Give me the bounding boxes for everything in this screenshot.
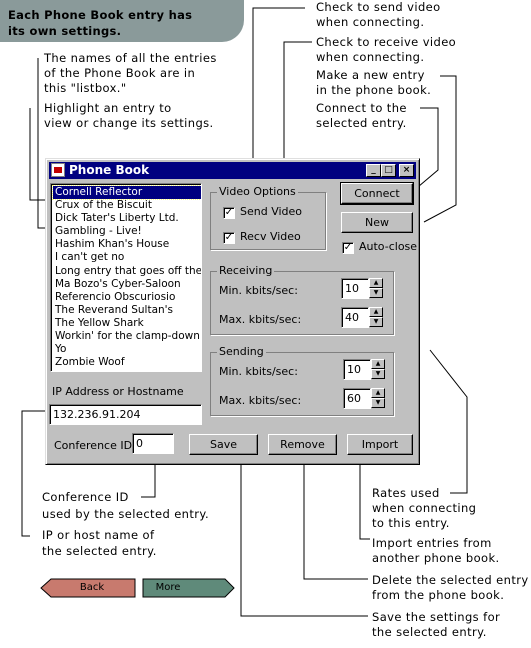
list-item[interactable]: Cornell Reflector bbox=[52, 184, 201, 201]
ip-address-input[interactable]: 132.236.91.204 bbox=[49, 404, 202, 425]
annotation-send-1: Check to send video bbox=[316, 0, 441, 14]
annotation-recv-2: when connecting. bbox=[316, 50, 425, 64]
list-item[interactable]: Hashim Khan's House bbox=[55, 238, 170, 251]
close-icon[interactable]: × bbox=[399, 164, 414, 177]
save-button[interactable]: Save bbox=[189, 434, 258, 455]
back-button[interactable]: Back bbox=[79, 582, 105, 593]
annotation-highlight-1: Highlight an entry to bbox=[44, 101, 172, 115]
sending-min-input[interactable]: 10 bbox=[343, 359, 371, 380]
annotation-conf-1: Conference ID bbox=[42, 490, 129, 504]
remove-button[interactable]: Remove bbox=[268, 434, 337, 455]
connect-button[interactable]: Connect bbox=[340, 182, 414, 205]
minimize-icon[interactable]: _ bbox=[366, 164, 381, 177]
annotation-delete-2: from the phone book. bbox=[372, 588, 505, 602]
receiving-max-label: Max. kbits/sec: bbox=[219, 313, 302, 326]
annotation-rates-3: to this entry. bbox=[372, 516, 450, 530]
maximize-icon[interactable]: □ bbox=[381, 164, 396, 177]
sending-min-stepper[interactable]: ▲▼ bbox=[371, 359, 385, 379]
list-item[interactable]: Referencio Obscuriosio bbox=[55, 290, 176, 303]
list-item[interactable]: Dick Tater's Liberty Ltd. bbox=[55, 212, 179, 225]
banner-line-2: its own settings. bbox=[8, 24, 122, 38]
app-icon[interactable] bbox=[51, 163, 65, 177]
phone-book-listbox[interactable]: Cornell Reflector Crux of the Biscuit Di… bbox=[50, 183, 202, 372]
annotation-import-1: Import entries from bbox=[372, 536, 492, 550]
list-item[interactable]: I can't get no bbox=[55, 251, 125, 264]
list-item[interactable]: The Yellow Shark bbox=[55, 316, 144, 329]
annotation-highlight-2: view or change its settings. bbox=[44, 116, 214, 130]
recv-video-checkbox[interactable]: ✓ bbox=[223, 232, 235, 244]
sending-label: Sending bbox=[217, 345, 266, 358]
list-item[interactable]: The Reverand Sultan's bbox=[55, 303, 174, 316]
sending-max-stepper[interactable]: ▲▼ bbox=[371, 388, 385, 408]
new-button[interactable]: New bbox=[341, 212, 413, 233]
banner-line-1: Each Phone Book entry has bbox=[8, 8, 193, 22]
list-item[interactable]: Gambling - Live! bbox=[55, 225, 142, 238]
list-item[interactable]: Workin' for the clamp-down bbox=[55, 330, 200, 343]
receiving-min-stepper[interactable]: ▲▼ bbox=[369, 278, 383, 298]
annotation-save-2: the selected entry. bbox=[372, 625, 487, 639]
list-item[interactable]: Crux of the Biscuit bbox=[55, 199, 152, 212]
receiving-label: Receiving bbox=[217, 264, 275, 277]
sending-max-label: Max. kbits/sec: bbox=[219, 394, 302, 407]
auto-close-label[interactable]: Auto-close bbox=[359, 240, 418, 253]
video-options-label: Video Options bbox=[217, 185, 298, 198]
annotation-connect-2: selected entry. bbox=[316, 116, 407, 130]
window-title: Phone Book bbox=[69, 163, 150, 177]
phone-book-window: Phone Book _ □ × Cornell Reflector Crux … bbox=[45, 158, 420, 465]
sending-group: Sending Min. kbits/sec: 10 ▲▼ Max. kbits… bbox=[210, 345, 394, 416]
auto-close-checkbox[interactable]: ✓ bbox=[342, 242, 354, 254]
receiving-max-stepper[interactable]: ▲▼ bbox=[369, 307, 383, 327]
send-video-checkbox[interactable]: ✓ bbox=[223, 207, 235, 219]
receiving-group: Receiving Min. kbits/sec: 10 ▲▼ Max. kbi… bbox=[210, 264, 394, 335]
annotation-send-2: when connecting. bbox=[316, 15, 425, 29]
annotation-rates-2: when connecting bbox=[372, 501, 477, 515]
annotation-new-1: Make a new entry bbox=[316, 68, 425, 82]
import-button[interactable]: Import bbox=[347, 434, 413, 455]
recv-video-label[interactable]: Recv Video bbox=[240, 230, 301, 243]
annotation-conf-2: used by the selected entry. bbox=[42, 507, 210, 521]
list-item[interactable]: Zombie Woof bbox=[55, 356, 125, 369]
header-banner: Each Phone Book entry has its own settin… bbox=[0, 0, 244, 42]
sending-min-label: Min. kbits/sec: bbox=[219, 365, 298, 378]
annotation-import-2: another phone book. bbox=[372, 551, 500, 565]
annotation-ip-2: the selected entry. bbox=[42, 544, 157, 558]
list-item[interactable]: Long entry that goes off the scre bbox=[55, 264, 202, 277]
annotation-recv-1: Check to receive video bbox=[316, 35, 457, 49]
conference-id-label: Conference ID: bbox=[54, 439, 136, 452]
sending-max-input[interactable]: 60 bbox=[343, 388, 371, 409]
ip-label: IP Address or Hostname bbox=[52, 385, 184, 398]
annotation-names-1: The names of all the entries bbox=[44, 51, 217, 65]
annotation-connect-1: Connect to the bbox=[316, 101, 407, 115]
annotation-rates-1: Rates used bbox=[372, 486, 440, 500]
send-video-label[interactable]: Send Video bbox=[240, 205, 303, 218]
receiving-max-input[interactable]: 40 bbox=[341, 307, 369, 328]
annotation-save-1: Save the settings for bbox=[372, 610, 501, 624]
list-item[interactable]: Ma Bozo's Cyber-Saloon bbox=[55, 277, 181, 290]
title-bar[interactable]: Phone Book _ □ × bbox=[49, 162, 416, 179]
more-button[interactable]: More bbox=[155, 582, 181, 593]
receiving-min-input[interactable]: 10 bbox=[341, 278, 369, 299]
annotation-new-2: in the phone book. bbox=[316, 83, 432, 97]
annotation-ip-1: IP or host name of bbox=[42, 528, 155, 542]
annotation-names-3: this "listbox." bbox=[44, 81, 127, 95]
annotation-names-2: of the Phone Book are in bbox=[44, 66, 196, 80]
list-item[interactable]: Yo bbox=[55, 343, 67, 356]
video-options-group: Video Options ✓ Send Video ✓ Recv Video bbox=[210, 185, 326, 250]
annotation-delete-1: Delete the selected entry bbox=[372, 573, 529, 587]
conference-id-input[interactable]: 0 bbox=[132, 433, 174, 454]
receiving-min-label: Min. kbits/sec: bbox=[219, 284, 298, 297]
